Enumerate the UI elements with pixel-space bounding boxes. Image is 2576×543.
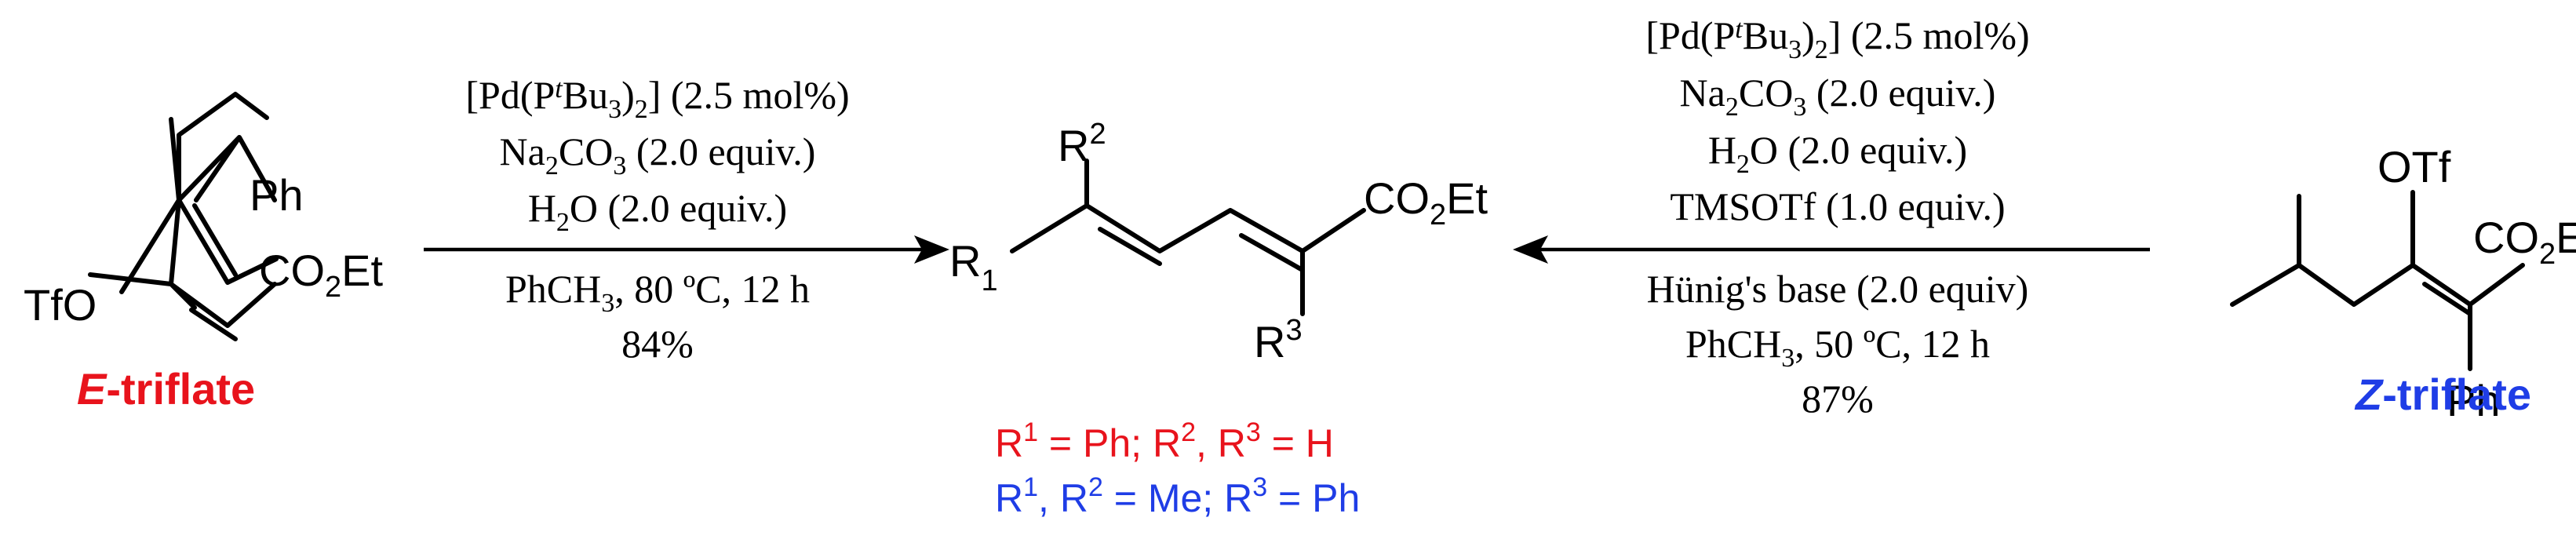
product-r2: R2 [1058,118,1106,170]
right-cond-amine: Hünig's base (2.0 equiv) [1647,267,2029,311]
substituent-definitions: R1 = Ph; R2, R3 = H R1, R2 = Me; R3 = Ph [995,417,1360,520]
left-cond-solvent: PhCH3, 80 ºC, 12 h [505,267,810,318]
z-triflate-label: Z-triflate [2354,370,2531,419]
e-triflate-label: E-triflate [77,364,255,414]
e-triflate-tfo: TfO [24,280,97,330]
product-bonds [1010,194,1366,316]
right-cond-yield: 87% [1802,377,1874,421]
right-cond-solvent: PhCH3, 50 ºC, 12 h [1685,322,1990,373]
right-cond-base: Na2CO3 (2.0 equiv.) [1680,71,1996,122]
e-triflate-ester: CO2Et [259,246,383,304]
z-triflate-bonds [2230,190,2525,371]
substituent-line-red: R1 = Ph; R2, R3 = H [995,417,1334,465]
left-arrow-head [914,235,949,264]
e-triflate-structure: Ph TfO CO2Et E-triflate [24,92,383,414]
e-triflate-ph: Ph [250,170,304,220]
product-r3: R3 [1254,314,1303,366]
left-cond-yield: 84% [621,322,694,366]
right-reaction-conditions: [Pd(PtBu3)2] (2.5 mol%) Na2CO3 (2.0 equi… [1513,13,2150,421]
left-cond-water: H2O (2.0 equiv.) [528,186,787,237]
right-arrow-head [1513,235,1548,264]
left-cond-base: Na2CO3 (2.0 equiv.) [500,129,816,180]
e-triflate-bonds [88,117,277,341]
z-triflate-ester: CO2Et [2473,213,2576,271]
right-cond-catalyst: [Pd(PtBu3)2] (2.5 mol%) [1645,13,2029,64]
z-triflate-structure: OTf Ph CO2Et Z-triflate [2230,142,2576,425]
e-alkene-bonds [119,198,279,294]
left-cond-catalyst: [Pd(PtBu3)2] (2.5 mol%) [465,73,849,124]
substituent-line-blue: R1, R2 = Me; R3 = Ph [995,472,1360,520]
right-cond-additive: TMSOTf (1.0 equiv.) [1670,184,2005,228]
e-chain-bonds [177,92,269,202]
diene-product-structure: R2 R1 R3 CO2Et [949,118,1488,366]
product-ester: CO2Et [1364,173,1488,231]
z-triflate-ph: Ph [2447,376,2501,425]
z-triflate-otf: OTf [2377,142,2451,191]
left-reaction-conditions: [Pd(PtBu3)2] (2.5 mol%) Na2CO3 (2.0 equi… [424,73,949,366]
product-r1: R1 [949,236,998,297]
right-cond-water: H2O (2.0 equiv.) [1708,128,1967,179]
